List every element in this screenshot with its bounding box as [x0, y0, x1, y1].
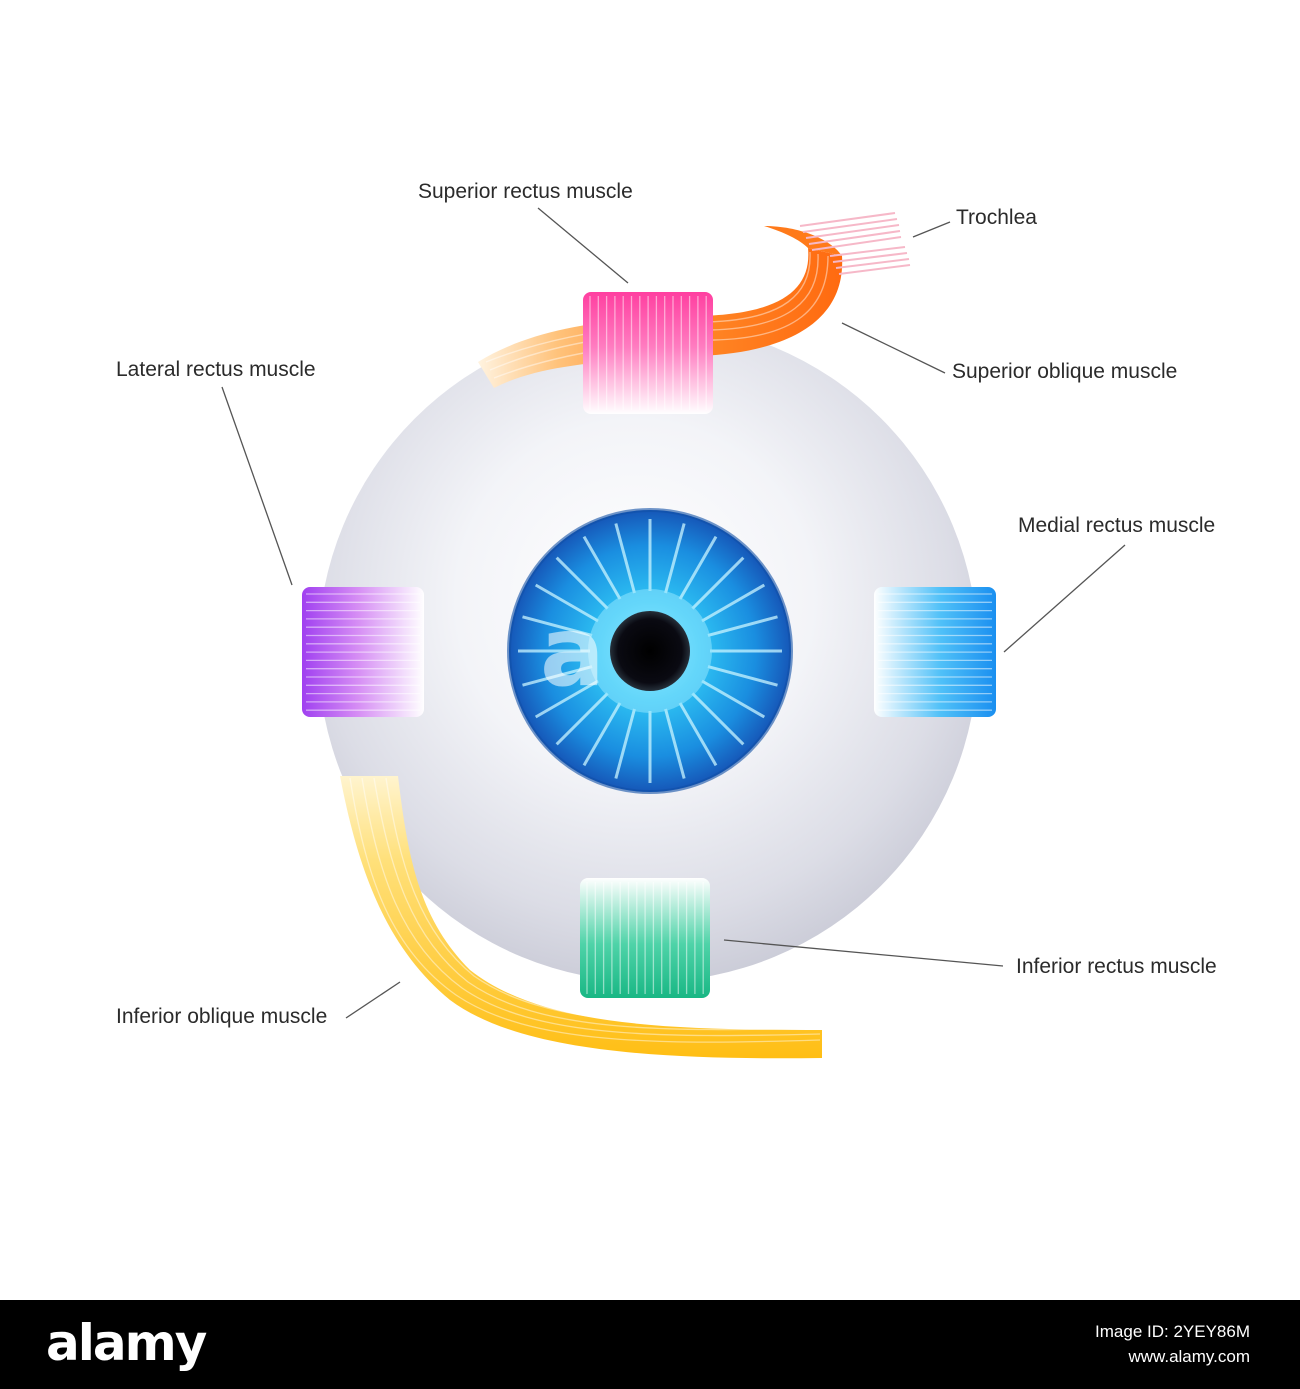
site-url: www.alamy.com — [1128, 1347, 1250, 1366]
pupil — [610, 611, 690, 691]
medial-rectus-muscle — [874, 587, 996, 717]
image-id: Image ID: 2YEY86M — [1095, 1322, 1250, 1341]
label-inferior-rectus: Inferior rectus muscle — [1016, 955, 1217, 978]
footer-bar: alamy Image ID: 2YEY86M www.alamy.com — [0, 1300, 1300, 1389]
label-lateral-rectus: Lateral rectus muscle — [116, 358, 316, 381]
label-superior-oblique: Superior oblique muscle — [952, 360, 1178, 383]
eye-muscles-diagram: Superior rectus muscle Trochlea Superior… — [116, 180, 1217, 1059]
label-superior-rectus: Superior rectus muscle — [418, 180, 633, 203]
trochlea — [799, 212, 911, 275]
lateral-rectus-muscle — [302, 587, 424, 717]
watermark-logo: a — [540, 596, 605, 708]
leader-lines — [221, 207, 1126, 1019]
eye-illustration — [221, 207, 1126, 1059]
label-medial-rectus: Medial rectus muscle — [1018, 514, 1216, 537]
label-trochlea: Trochlea — [956, 206, 1037, 229]
inferior-rectus-muscle — [580, 878, 710, 998]
inferior-oblique-muscle — [340, 776, 822, 1059]
brand-logo: alamy — [46, 1314, 207, 1372]
label-inferior-oblique: Inferior oblique muscle — [116, 1005, 328, 1028]
superior-rectus-muscle — [583, 292, 713, 414]
